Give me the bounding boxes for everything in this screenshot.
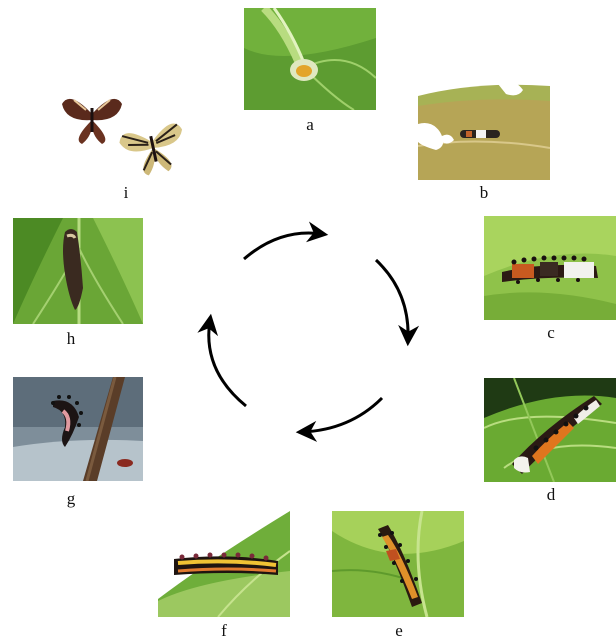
arrow-left bbox=[209, 320, 246, 406]
arrow-right bbox=[376, 260, 408, 340]
arrow-top bbox=[244, 233, 322, 259]
arrow-bottom bbox=[302, 398, 382, 432]
